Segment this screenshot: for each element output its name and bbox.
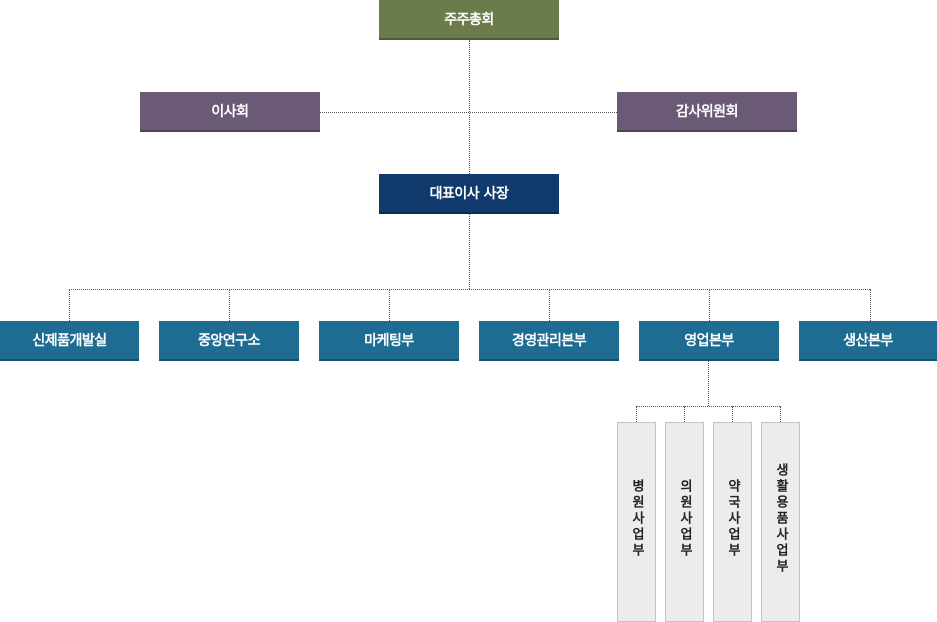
connector-sales-unit-4 (780, 406, 781, 422)
connector-dept-1 (69, 289, 70, 321)
connector-sales-unit-3 (732, 406, 733, 422)
connector-dept-6 (870, 289, 871, 321)
sales-unit-hospital: 병원사업부 (617, 422, 656, 622)
shareholders-label: 주주총회 (444, 12, 494, 28)
department-box-new-product: 신제품개발실 (0, 321, 139, 361)
connector-sales-unit-2 (684, 406, 685, 422)
department-label: 영업본부 (684, 333, 734, 349)
sales-unit-label: 의원사업부 (677, 479, 692, 559)
department-label: 생산본부 (843, 333, 893, 349)
sales-unit-label: 병원사업부 (629, 479, 644, 559)
sales-unit-clinic: 의원사업부 (665, 422, 704, 622)
connector-shareholders-ceo (469, 40, 470, 174)
board-label: 이사회 (211, 104, 249, 120)
ceo-label: 대표이사 사장 (429, 186, 509, 202)
connector-dept-4 (549, 289, 550, 321)
connector-ceo-departments (469, 214, 470, 289)
shareholders-box: 주주총회 (379, 0, 559, 40)
audit-committee-label: 감사위원회 (676, 104, 738, 120)
sales-unit-label: 생활용품사업부 (773, 463, 788, 575)
department-box-sales: 영업본부 (639, 321, 779, 361)
department-label: 마케팅부 (364, 333, 414, 349)
sales-unit-household: 생활용품사업부 (761, 422, 800, 622)
sales-unit-label: 약국사업부 (725, 479, 740, 559)
connector-dept-2 (229, 289, 230, 321)
department-box-management: 경영관리본부 (479, 321, 619, 361)
connector-dept-3 (389, 289, 390, 321)
department-box-marketing: 마케팅부 (319, 321, 459, 361)
audit-committee-box: 감사위원회 (617, 92, 797, 132)
board-box: 이사회 (140, 92, 320, 132)
sales-unit-pharmacy: 약국사업부 (713, 422, 752, 622)
connector-sales-unit-1 (636, 406, 637, 422)
department-box-production: 생산본부 (799, 321, 937, 361)
connector-dept-5 (709, 289, 710, 321)
ceo-box: 대표이사 사장 (379, 174, 559, 214)
department-label: 중앙연구소 (198, 333, 260, 349)
connector-sales-bus (636, 406, 780, 407)
connector-board-audit (320, 112, 617, 113)
department-label: 경영관리본부 (511, 333, 587, 349)
department-label: 신제품개발실 (32, 333, 107, 349)
connector-sales-units (708, 361, 709, 406)
connector-departments-bus (69, 289, 870, 290)
department-box-research: 중앙연구소 (159, 321, 299, 361)
